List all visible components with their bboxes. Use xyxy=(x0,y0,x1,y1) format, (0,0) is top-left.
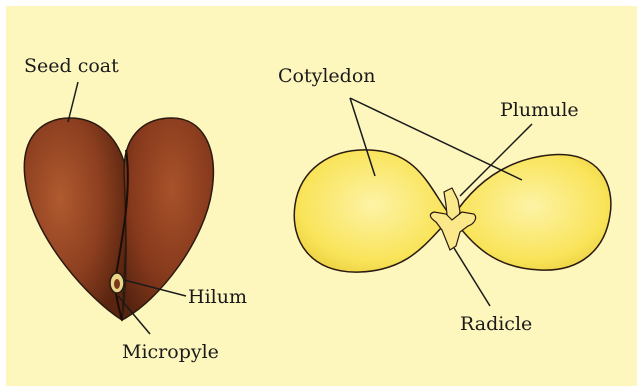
label-plumule: Plumule xyxy=(500,99,579,121)
seed-coat-shape xyxy=(24,118,213,320)
hilum-center xyxy=(114,279,120,289)
label-hilum: Hilum xyxy=(188,286,247,308)
cotyledon-right xyxy=(452,155,611,271)
label-cotyledon: Cotyledon xyxy=(278,65,376,87)
radicle-leader xyxy=(454,248,490,306)
label-seed-coat: Seed coat xyxy=(24,55,119,77)
label-micropyle: Micropyle xyxy=(122,341,219,363)
embryo-shape xyxy=(294,150,611,272)
seed-coat-leader xyxy=(68,82,78,122)
label-radicle: Radicle xyxy=(460,313,532,335)
